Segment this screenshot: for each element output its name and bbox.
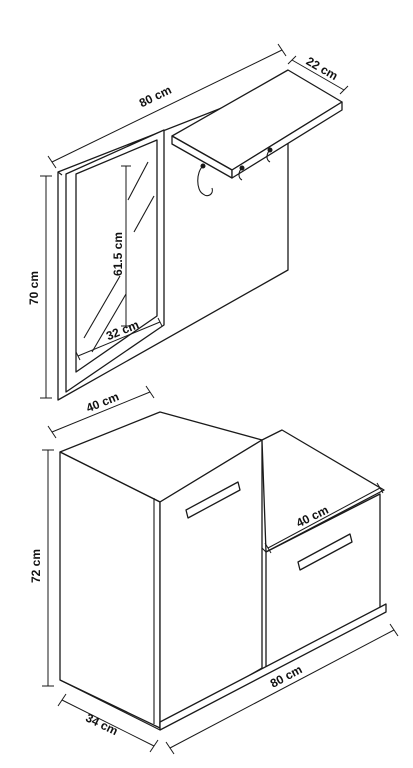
- shelf-depth-label: 22 cm: [304, 54, 340, 83]
- coat-hook-icon: [197, 165, 213, 197]
- drawer-handle: [297, 533, 353, 571]
- cabinet-depth-label: 34 cm: [83, 711, 120, 739]
- wall-shelf-side: [231, 101, 343, 179]
- mirror-height-label: 61.5 cm: [111, 232, 125, 276]
- door-handle: [185, 481, 241, 519]
- cabinet-height-label: 72 cm: [29, 549, 43, 583]
- cabinet-right-top: [261, 429, 385, 553]
- wall-width-label: 80 cm: [137, 83, 174, 111]
- cabinet-door: [159, 439, 263, 729]
- mirror-glass: [75, 139, 158, 373]
- shoe-cabinet: [59, 411, 387, 731]
- cabinet-plinth: [159, 603, 387, 731]
- wall-unit: [57, 69, 343, 401]
- wall-height-label: 70 cm: [27, 271, 41, 305]
